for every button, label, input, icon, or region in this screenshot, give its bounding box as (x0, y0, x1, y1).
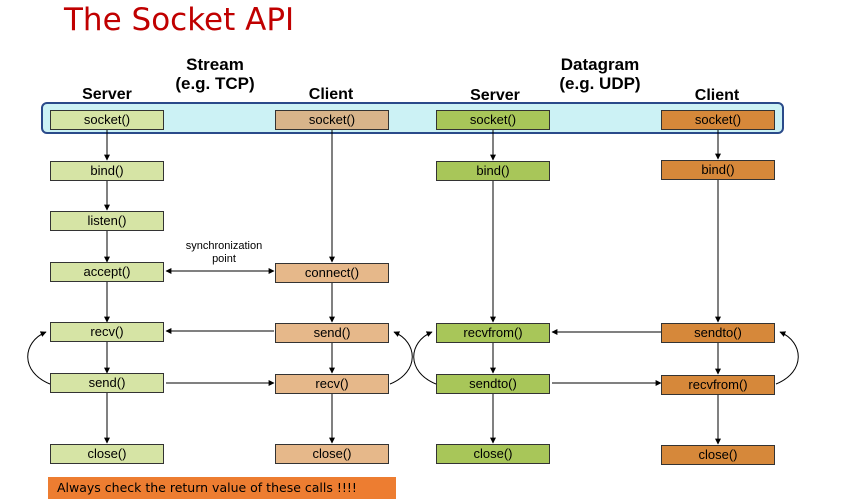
sync-label-line2: point (212, 253, 236, 265)
loop-ss (27, 331, 51, 385)
datagram-client-label: Client (694, 87, 740, 104)
datagram-server-recvfrom: recvfrom() (436, 323, 550, 343)
datagram-server-bind: bind() (436, 161, 550, 181)
stream-server-accept: accept() (50, 262, 164, 282)
datagram-client-bind: bind() (661, 160, 775, 180)
datagram-client-close: close() (661, 445, 775, 465)
loop-ds (413, 331, 437, 385)
loop-dc (775, 331, 799, 385)
datagram-server-socket: socket() (436, 110, 550, 130)
datagram-client-recvfrom: recvfrom() (661, 375, 775, 395)
stream-client-send: send() (275, 323, 389, 343)
stream-server-socket: socket() (50, 110, 164, 130)
stream-server-close: close() (50, 444, 164, 464)
stream-server-label: Server (82, 86, 132, 103)
stream-server-recv: recv() (50, 322, 164, 342)
datagram-heading-text: Datagram (560, 55, 640, 74)
synchronization-point-label: synchronization point (172, 240, 276, 266)
loop-sc (389, 331, 413, 385)
stream-subheading-text: (e.g. TCP) (175, 74, 255, 93)
datagram-client-sendto: sendto() (661, 323, 775, 343)
slide-title: The Socket API (64, 2, 295, 38)
stream-server-bind: bind() (50, 161, 164, 181)
stream-client-socket: socket() (275, 110, 389, 130)
datagram-server-label: Server (470, 87, 520, 104)
datagram-heading: Datagram (e.g. UDP) (540, 55, 660, 93)
sync-label-line1: synchronization (185, 240, 263, 252)
stream-client-connect: connect() (275, 263, 389, 283)
stream-client-close: close() (275, 444, 389, 464)
datagram-server-close: close() (436, 444, 550, 464)
stream-server-listen: listen() (50, 211, 164, 231)
return-value-note: Always check the return value of these c… (48, 477, 396, 499)
socket-call-band (41, 102, 784, 134)
stream-client-recv: recv() (275, 374, 389, 394)
stream-client-label: Client (308, 86, 354, 103)
stream-server-send: send() (50, 373, 164, 393)
datagram-server-sendto: sendto() (436, 374, 550, 394)
datagram-subheading-text: (e.g. UDP) (559, 74, 641, 93)
datagram-client-socket: socket() (661, 110, 775, 130)
stream-heading-text: Stream (186, 55, 244, 74)
stream-heading: Stream (e.g. TCP) (160, 55, 270, 93)
